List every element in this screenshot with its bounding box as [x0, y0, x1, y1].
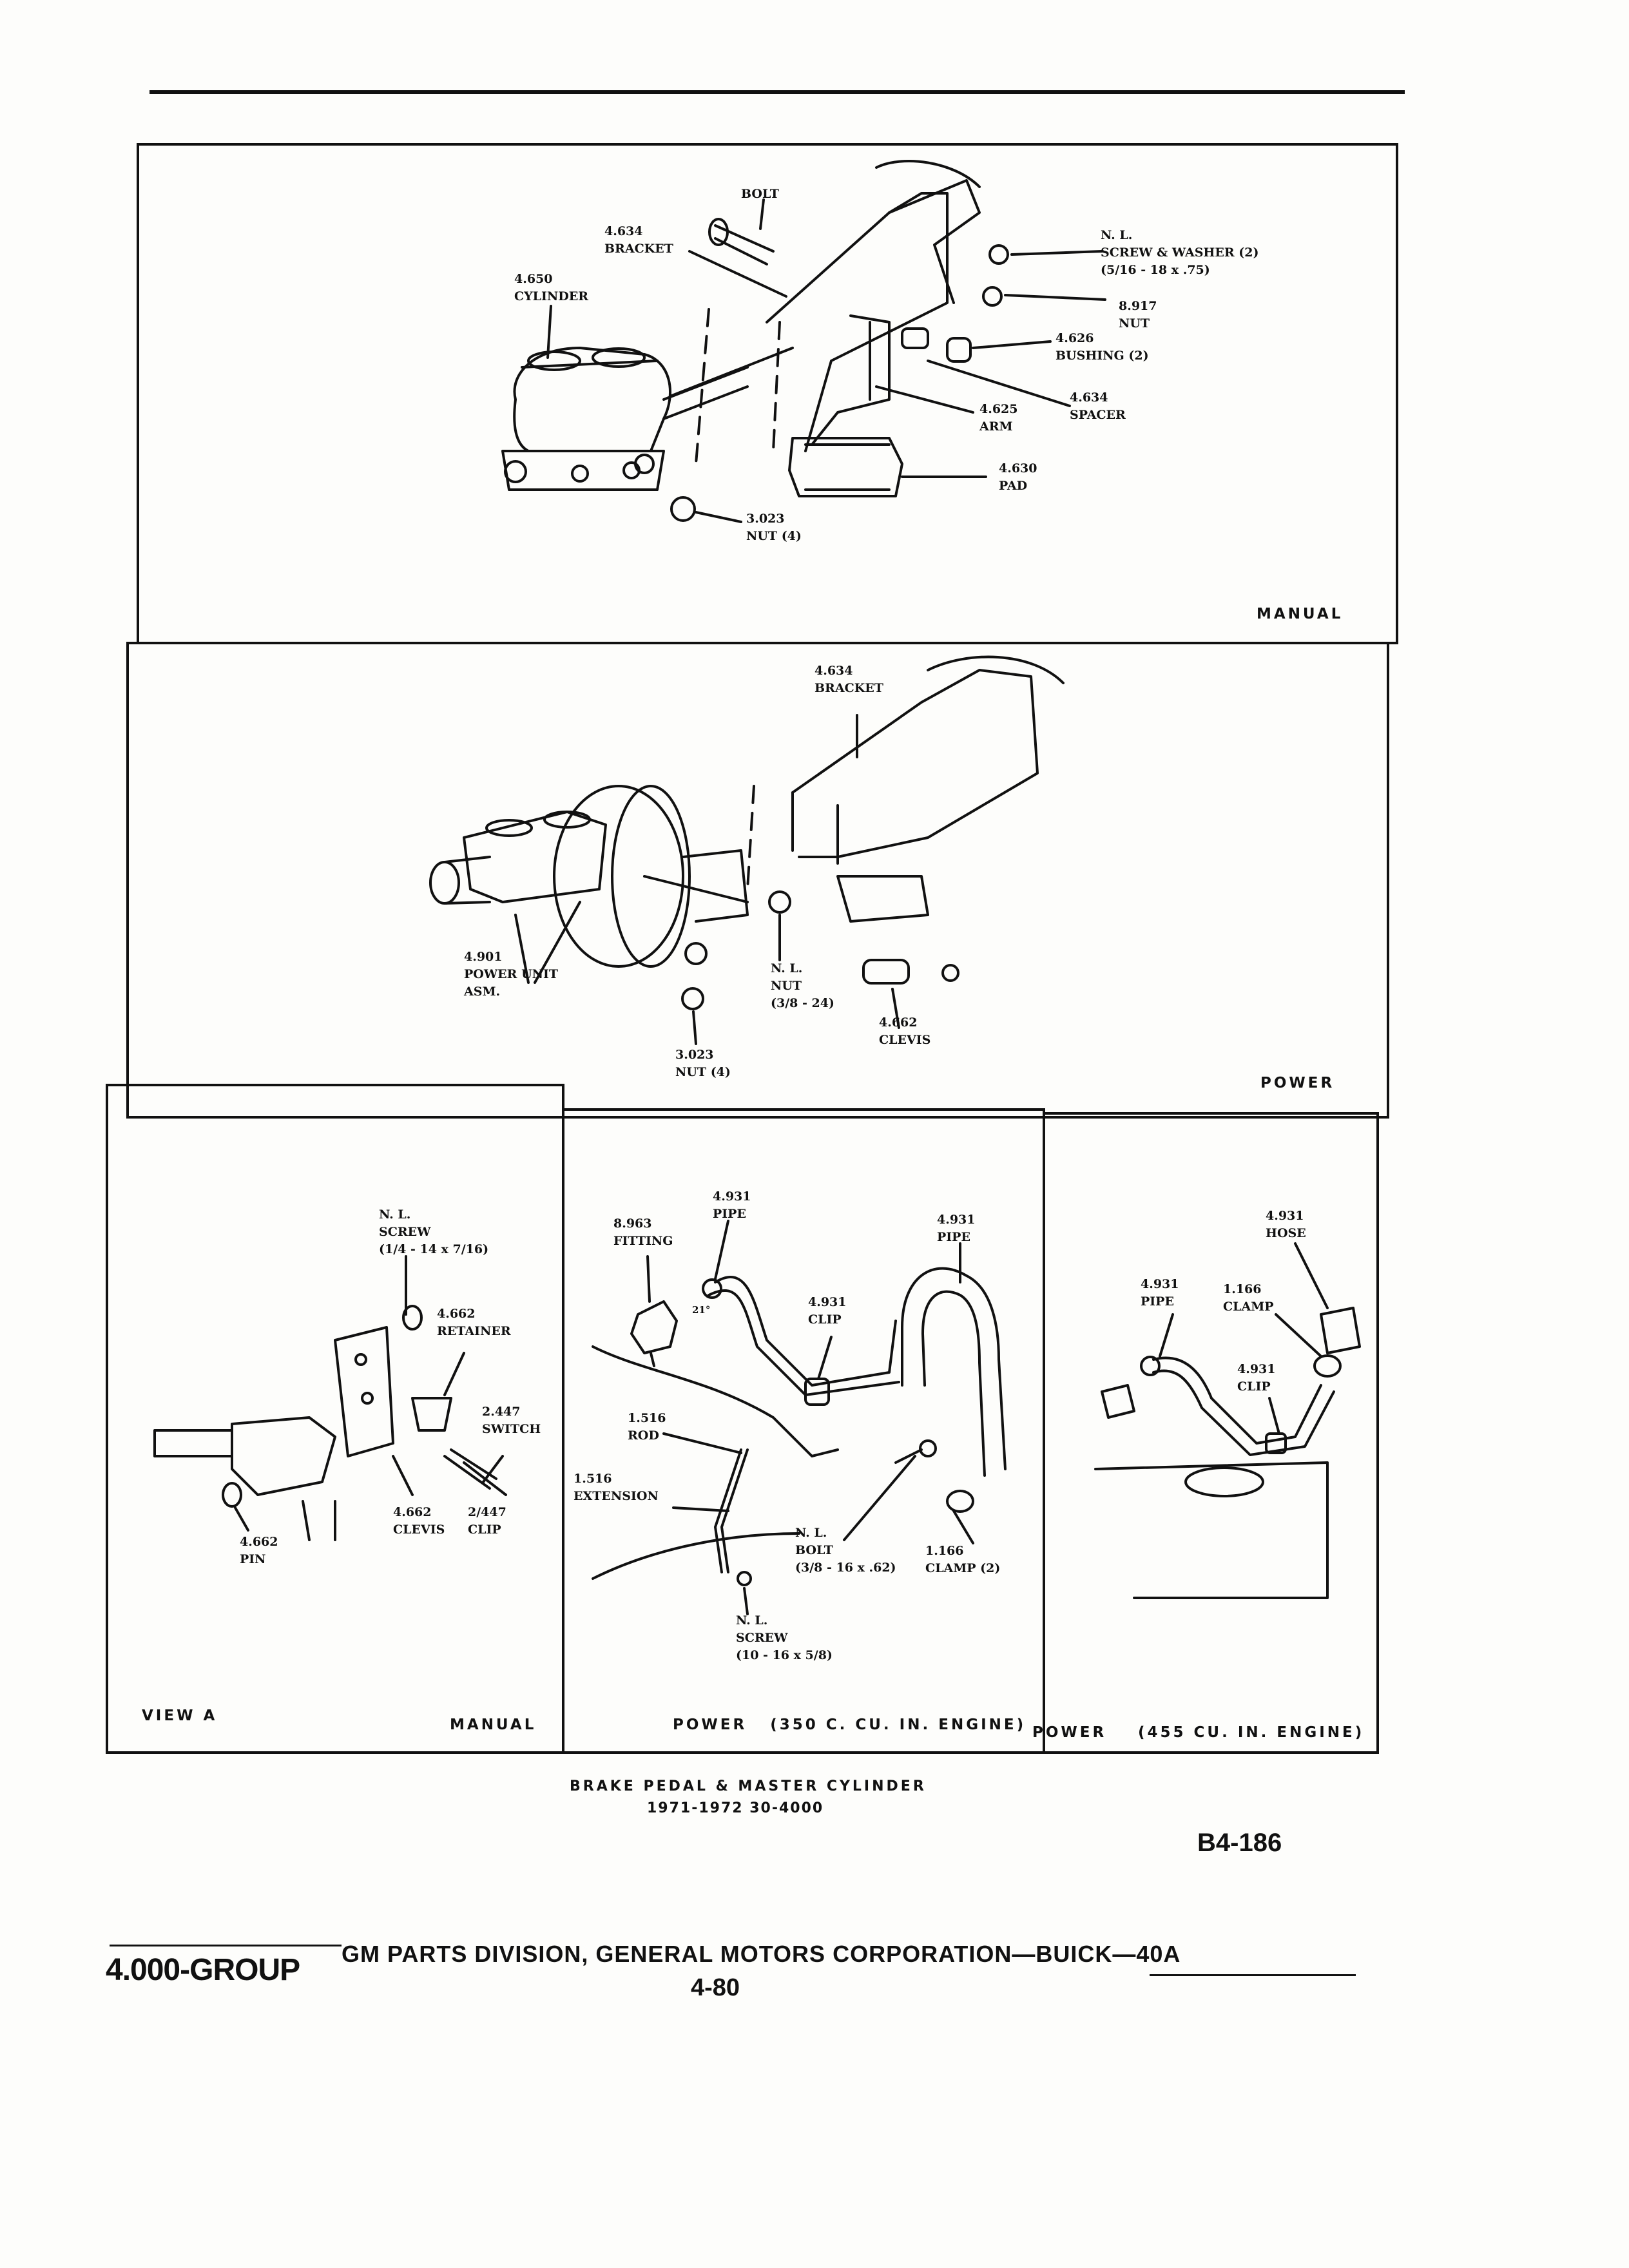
- label-view-a-pin: 4.662 PIN: [240, 1535, 278, 1566]
- label-350-rod: 1.516 ROD: [628, 1411, 666, 1443]
- figure-subtitle: 1971-1972 30-4000: [647, 1800, 824, 1816]
- label-power-bracket: 4.634 BRACKET: [815, 664, 883, 695]
- footer-group: 4.000-GROUP: [106, 1953, 300, 1987]
- label-view-a-clevis: 4.662 CLEVIS: [393, 1505, 445, 1537]
- label-view-a-switch: 2.447 SWITCH: [482, 1405, 541, 1436]
- label-455-hose: 4.931 HOSE: [1266, 1209, 1306, 1240]
- footer-rule-right: [1150, 1974, 1356, 1976]
- label-arm: 4.625 ARM: [979, 402, 1018, 434]
- manual-assembly: [501, 160, 1106, 523]
- label-350-angle: 21°: [692, 1304, 711, 1316]
- label-power-unit: 4.901 POWER UNIT ASM.: [464, 950, 559, 999]
- label-455-clamp: 1.166 CLAMP: [1223, 1282, 1274, 1314]
- caption-manual: MANUAL: [1257, 606, 1344, 622]
- power-350-assembly: [592, 1220, 1007, 1615]
- footer-publisher: GM PARTS DIVISION, GENERAL MOTORS CORPOR…: [342, 1941, 1181, 1967]
- label-455-clip: 4.931 CLIP: [1237, 1362, 1276, 1394]
- label-cylinder: 4.650 CYLINDER: [514, 272, 589, 303]
- label-350-clamp: 1.166 CLAMP (2): [925, 1544, 1001, 1575]
- label-view-a-retainer: 4.662 RETAINER: [437, 1307, 511, 1338]
- view-a-assembly: [153, 1255, 507, 1541]
- label-350-pipe-left: 4.931 PIPE: [713, 1189, 751, 1221]
- label-350-screw: N. L. SCREW (10 - 16 x 5/8): [736, 1613, 833, 1662]
- label-nut-8917: 8.917 NUT: [1119, 299, 1157, 331]
- power-assembly: [429, 655, 1065, 1045]
- footer-rule-left: [110, 1945, 342, 1946]
- label-power-nut-nl: N. L. NUT (3/8 - 24): [771, 961, 834, 1010]
- label-power-nut-3023: 3.023 NUT (4): [675, 1048, 731, 1079]
- label-bracket: 4.634 BRACKET: [604, 224, 673, 256]
- label-350-extension: 1.516 EXTENSION: [574, 1472, 659, 1503]
- label-350-clip: 4.931 CLIP: [808, 1295, 847, 1327]
- figure-number: B4-186: [1197, 1829, 1282, 1857]
- label-screw-washer: N. L. SCREW & WASHER (2) (5/16 - 18 x .7…: [1101, 228, 1259, 277]
- label-bushing: 4.626 BUSHING (2): [1055, 331, 1149, 363]
- label-455-pipe: 4.931 PIPE: [1141, 1277, 1179, 1309]
- caption-view-a: VIEW A: [142, 1707, 218, 1724]
- label-spacer: 4.634 SPACER: [1070, 390, 1126, 422]
- label-350-bolt: N. L. BOLT (3/8 - 16 x .62): [795, 1526, 896, 1575]
- caption-view-a-manual: MANUAL: [450, 1716, 537, 1733]
- label-bolt: BOLT: [741, 187, 779, 201]
- label-view-a-screw: N. L. SCREW (1/4 - 14 x 7/16): [379, 1207, 489, 1256]
- label-350-fitting: 8.963 FITTING: [613, 1216, 673, 1248]
- panel-power: [126, 642, 1389, 1119]
- label-power-clevis: 4.662 CLEVIS: [879, 1015, 931, 1047]
- label-view-a-clip: 2/447 CLIP: [468, 1505, 506, 1537]
- caption-power-455-engine: (455 CU. IN. ENGINE): [1138, 1724, 1365, 1741]
- figure-title: BRAKE PEDAL & MASTER CYLINDER: [570, 1778, 927, 1794]
- header-rule: [149, 90, 1405, 94]
- caption-power: POWER: [1260, 1075, 1335, 1091]
- caption-power-455: POWER: [1032, 1724, 1107, 1741]
- label-350-pipe-right: 4.931 PIPE: [937, 1213, 976, 1244]
- panel-power-455: [1043, 1112, 1379, 1754]
- power-455-assembly: [1094, 1242, 1361, 1599]
- footer-page-number: 4-80: [691, 1974, 740, 2001]
- caption-power-350: POWER (350 C. CU. IN. ENGINE): [673, 1716, 1027, 1733]
- label-pad: 4.630 PAD: [999, 461, 1037, 493]
- label-nut-3023: 3.023 NUT (4): [746, 512, 802, 543]
